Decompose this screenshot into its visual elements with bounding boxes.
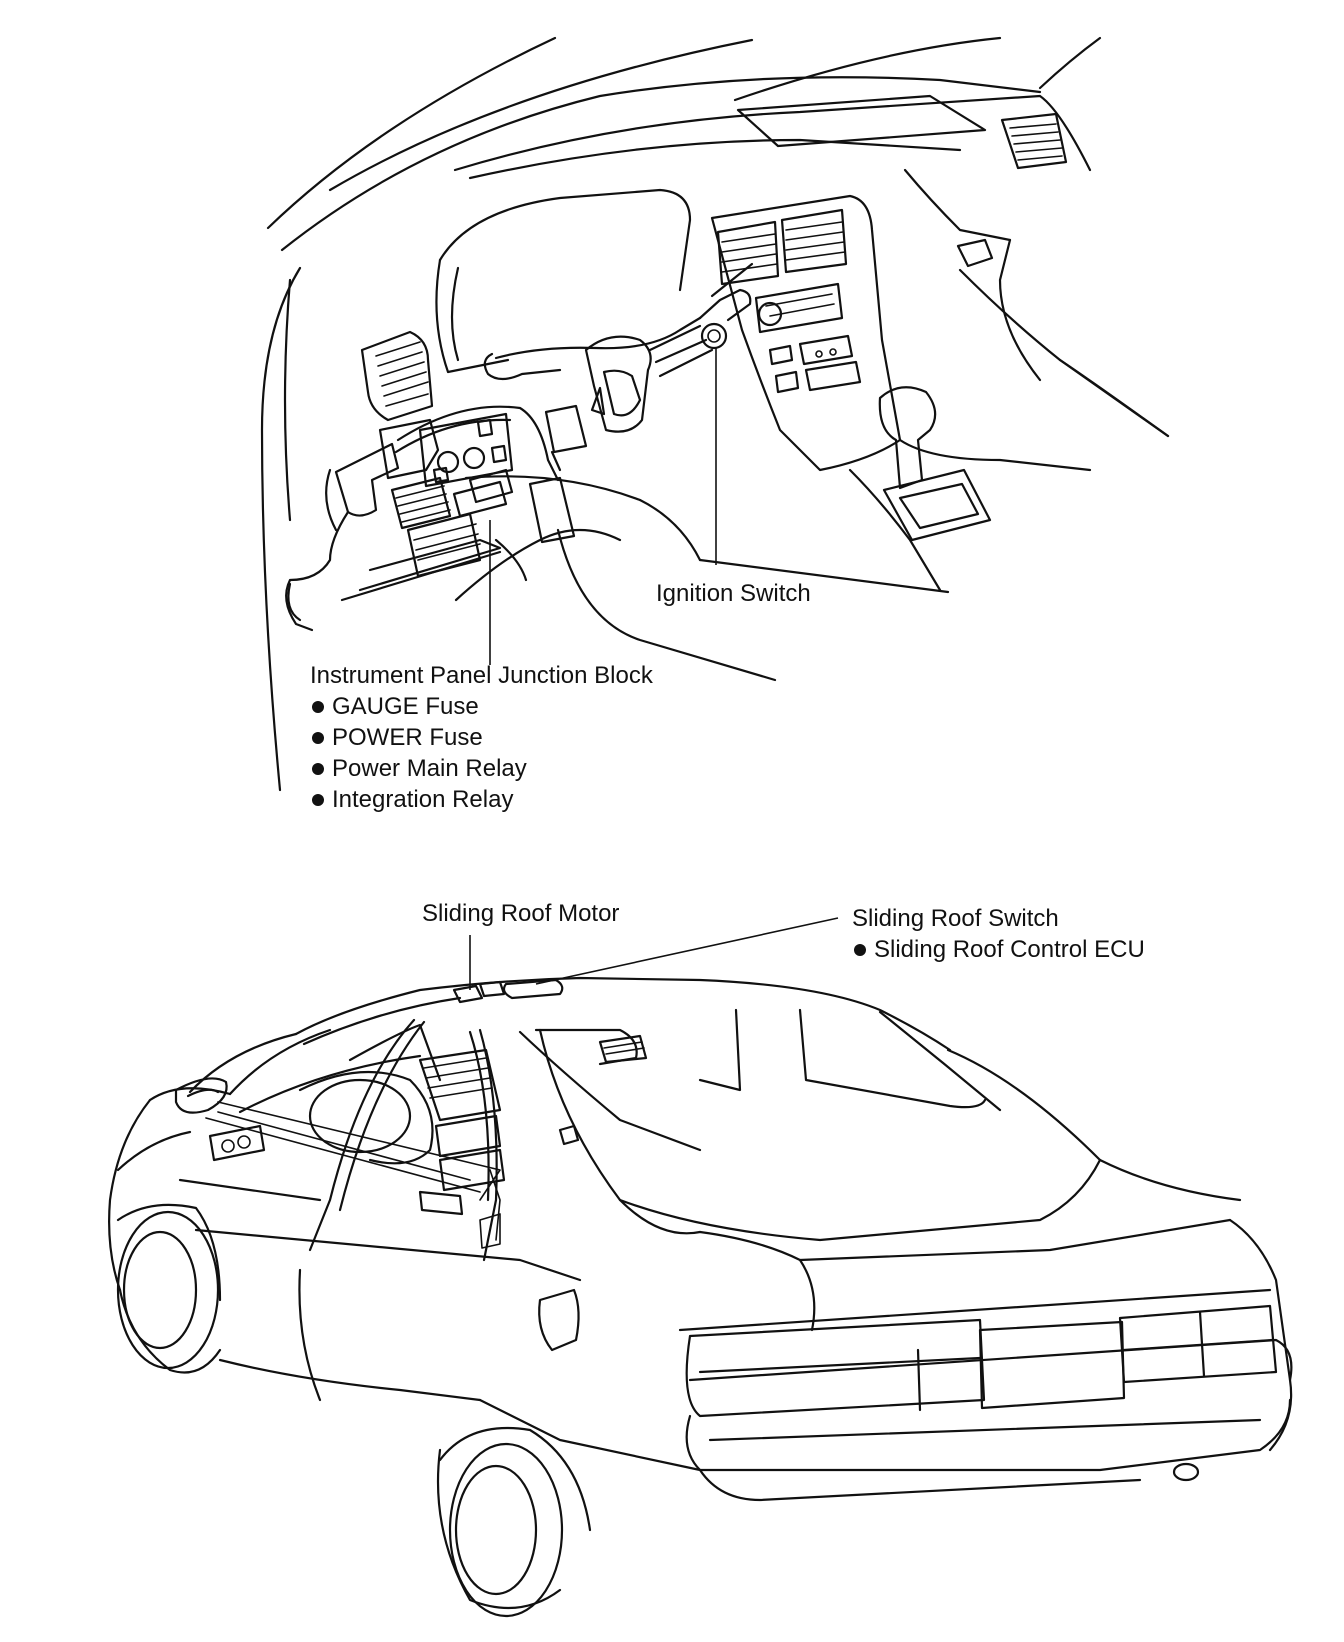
junction-block-item: Power Main Relay	[310, 753, 653, 784]
sliding-roof-motor-label: Sliding Roof Motor	[422, 900, 620, 927]
junction-block-list: GAUGE Fuse POWER Fuse Power Main Relay I…	[310, 691, 653, 815]
junction-block-item: GAUGE Fuse	[310, 691, 653, 722]
bullet-icon	[312, 763, 324, 775]
bullet-icon	[312, 732, 324, 744]
junction-block-title: Instrument Panel Junction Block	[310, 662, 653, 689]
junction-block-item: Integration Relay	[310, 784, 653, 815]
sliding-roof-switch-leader	[535, 917, 839, 985]
sliding-roof-switch-label: Sliding Roof Switch Sliding Roof Control…	[852, 903, 1145, 965]
sliding-roof-switch-title: Sliding Roof Switch	[852, 905, 1059, 932]
sliding-roof-switch-item: Sliding Roof Control ECU	[852, 934, 1145, 965]
vehicle-illustration	[108, 976, 1293, 1618]
ignition-switch-label: Ignition Switch	[656, 580, 811, 607]
dashboard-illustration	[260, 36, 1170, 792]
bullet-icon	[854, 944, 866, 956]
junction-block-item: POWER Fuse	[310, 722, 653, 753]
bullet-icon	[312, 794, 324, 806]
junction-block-label: Instrument Panel Junction Block GAUGE Fu…	[310, 660, 653, 815]
sliding-roof-switch-list: Sliding Roof Control ECU	[852, 934, 1145, 965]
bullet-icon	[312, 701, 324, 713]
